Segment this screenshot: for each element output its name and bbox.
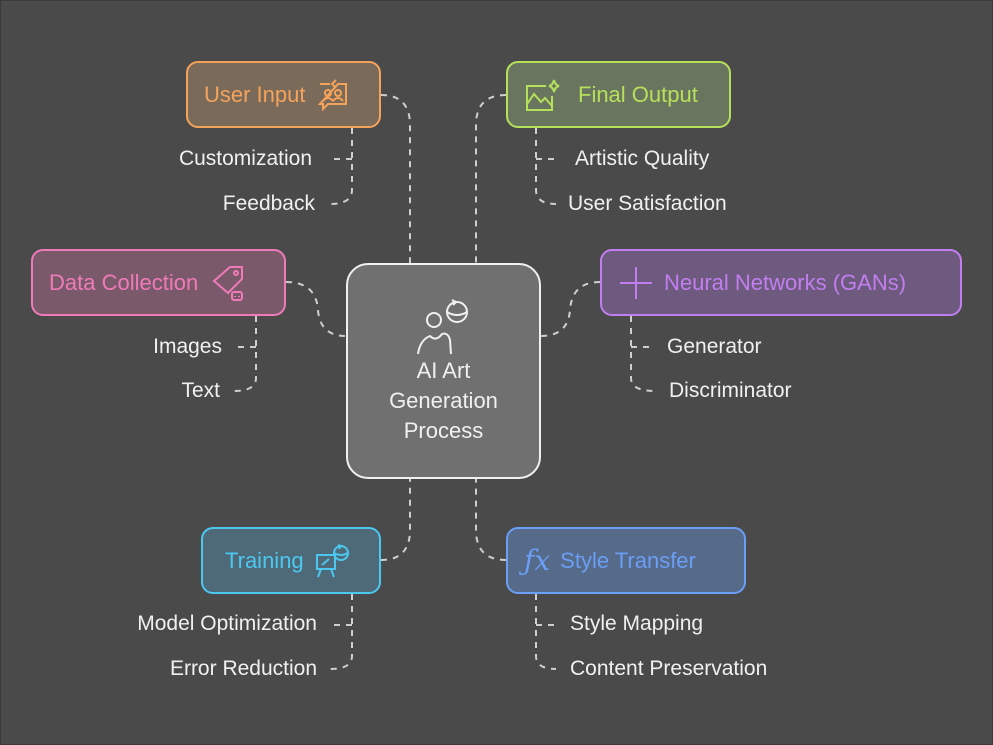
node-label: Training — [225, 547, 304, 573]
connector-training — [380, 479, 411, 561]
item-customization: Customization — [178, 147, 312, 170]
connector-neural-networks — [540, 281, 601, 337]
node-label: Style Transfer — [560, 547, 696, 573]
item-text: Text — [181, 379, 220, 402]
item-artistic-quality: Artistic Quality — [575, 147, 710, 170]
node-neural-networks: Neural Networks (GANs) — [600, 249, 962, 316]
connector-user-input — [380, 94, 411, 263]
item-style-mapping: Style Mapping — [570, 612, 704, 635]
center-title-line-1: AI Art — [416, 358, 471, 383]
center-title-line-3: Process — [403, 418, 484, 443]
item-generator: Generator — [667, 335, 762, 358]
person-art-refresh-icon — [416, 299, 468, 355]
node-data-collection: Data Collection — [31, 249, 286, 316]
center-node: AI Art Generation Process — [346, 263, 541, 479]
node-label: Final Output — [578, 81, 698, 107]
item-images: Images — [153, 335, 222, 358]
connector-data-collection — [285, 281, 347, 337]
function-fx-icon: ƒx — [524, 544, 551, 577]
node-user-input: User Input — [186, 61, 381, 128]
user-chat-icon — [317, 78, 347, 111]
node-style-transfer: ƒx Style Transfer — [506, 527, 746, 594]
node-training: Training — [201, 527, 381, 594]
item-error-reduction: Error Reduction — [169, 657, 317, 680]
node-label: User Input — [204, 81, 306, 107]
center-title-line-2: Generation — [389, 388, 498, 413]
item-user-satisfaction: User Satisfaction — [568, 192, 727, 215]
tag-robot-icon — [212, 265, 244, 301]
connector-style-transfer — [475, 479, 507, 561]
item-content-preservation: Content Preservation — [570, 657, 768, 680]
image-sparkle-icon — [526, 79, 560, 111]
connector-final-output — [475, 94, 507, 263]
node-final-output: Final Output — [506, 61, 731, 128]
plus-icon — [620, 266, 652, 299]
item-discriminator: Discriminator — [669, 379, 792, 402]
easel-refresh-icon — [315, 543, 349, 577]
item-feedback: Feedback — [222, 192, 315, 215]
item-model-optimization: Model Optimization — [137, 612, 317, 635]
node-label: Neural Networks (GANs) — [664, 269, 907, 295]
node-label: Data Collection — [49, 269, 199, 295]
